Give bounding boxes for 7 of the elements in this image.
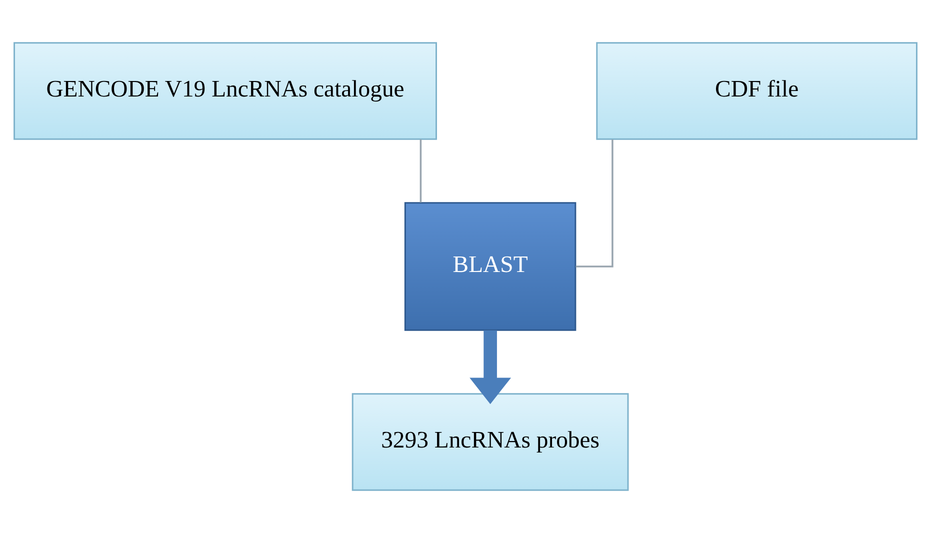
node-box: 3293 LncRNAs probes [352, 393, 629, 491]
node-box: GENCODE V19 LncRNAs catalogue [14, 42, 437, 140]
connector [420, 139, 422, 202]
node-box: BLAST [404, 202, 576, 331]
node-box: CDF file [596, 42, 918, 140]
arrow [470, 330, 512, 404]
connector [576, 139, 614, 268]
